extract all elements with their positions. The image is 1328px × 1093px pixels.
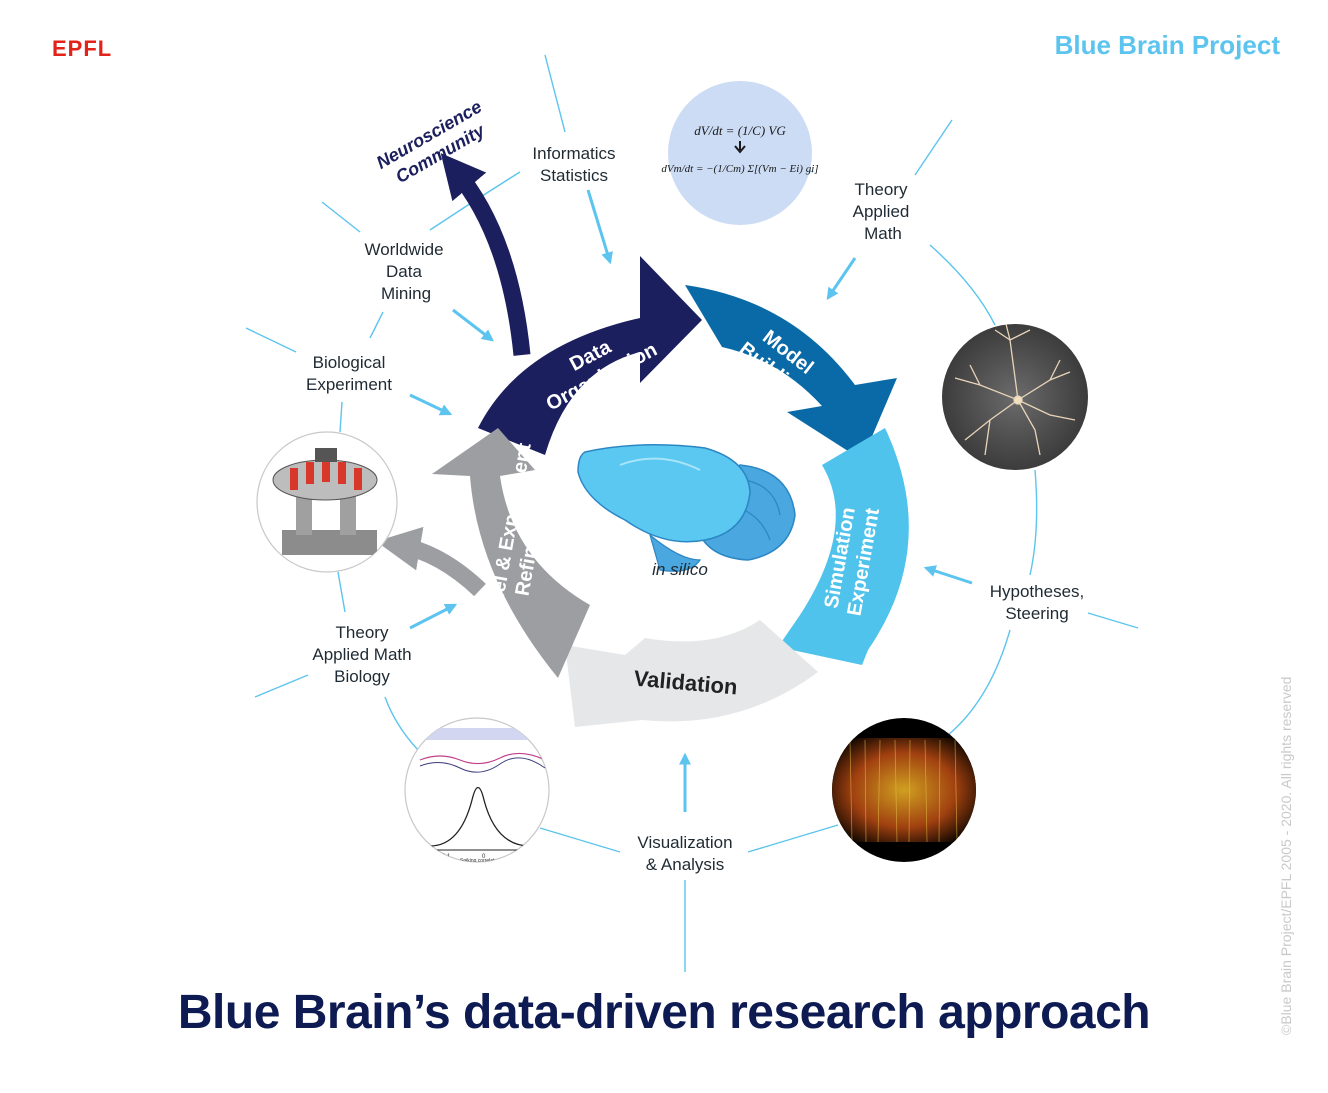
validation-arrow[interactable]	[565, 620, 818, 727]
svg-text:Biology: Biology	[334, 667, 390, 686]
epfl-logo: EPFL	[52, 36, 113, 61]
refinement-to-experiment-arrow	[376, 526, 486, 597]
svg-text:Informatics: Informatics	[532, 144, 615, 163]
project-name: Blue Brain Project	[1054, 30, 1280, 60]
svg-text:Mining: Mining	[381, 284, 431, 303]
svg-text:Applied: Applied	[853, 202, 910, 221]
svg-text:Theory: Theory	[855, 180, 908, 199]
simulation-experiment-arrow[interactable]	[778, 428, 909, 665]
pointer-arrows	[409, 189, 973, 812]
spiking-plot-thumbnail: -0.1 0 0. Spiking correlat	[404, 717, 550, 864]
down-arrow-icon	[734, 141, 746, 154]
svg-text:Statistics: Statistics	[540, 166, 608, 185]
model-building-arrow[interactable]	[685, 285, 897, 460]
hypotheses-steering-label: Hypotheses, Steering	[990, 582, 1085, 623]
svg-text:Theory: Theory	[336, 623, 389, 642]
refinement-arrow[interactable]	[432, 428, 590, 678]
svg-text:Data: Data	[386, 262, 422, 281]
svg-text:0: 0	[482, 854, 486, 860]
svg-text:Visualization: Visualization	[637, 833, 732, 852]
simulation-render	[832, 718, 976, 862]
svg-text:Worldwide: Worldwide	[364, 240, 443, 259]
svg-text:Applied Math: Applied Math	[312, 645, 411, 664]
biological-experiment-label: Biological Experiment	[306, 353, 392, 394]
page-title: Blue Brain’s data-driven research approa…	[177, 986, 1151, 1039]
svg-text:Steering: Steering	[1005, 604, 1068, 623]
neuron-photo	[942, 324, 1088, 470]
experiment-rig-illustration	[256, 431, 398, 573]
copyright-notice: ©Blue Brain Project/EPFL 2005 - 2020. Al…	[1278, 676, 1294, 1035]
neuroscience-community-label: Neuroscience Community	[373, 96, 489, 187]
svg-text:Hypotheses,: Hypotheses,	[990, 582, 1085, 601]
svg-text:dVm/dt = −(1/Cm) Σ[(Vm − Ei) g: dVm/dt = −(1/Cm) Σ[(Vm − Ei) gi]	[661, 163, 818, 175]
svg-text:Math: Math	[864, 224, 902, 243]
theory-applied-math-label: Theory Applied Math	[853, 180, 910, 243]
brain-illustration	[577, 444, 796, 572]
worldwide-data-mining-label: Worldwide Data Mining	[364, 240, 443, 303]
visualization-analysis-label: Visualization & Analysis	[637, 833, 732, 874]
community-arrow	[440, 153, 531, 356]
svg-text:Experiment: Experiment	[306, 375, 392, 394]
in-silico-label: in silico	[652, 560, 708, 579]
svg-text:Biological: Biological	[313, 353, 386, 372]
svg-text:0.: 0.	[510, 854, 515, 860]
data-organization-arrow[interactable]	[478, 256, 702, 455]
svg-text:Spiking correlat: Spiking correlat	[460, 858, 495, 864]
svg-text:dV/dt = (1/C) VG: dV/dt = (1/C) VG	[694, 123, 786, 138]
equation-circle: dV/dt = (1/C) VG dVm/dt = −(1/Cm) Σ[(Vm …	[661, 81, 819, 225]
theory-applied-math-biology-label: Theory Applied Math Biology	[312, 623, 411, 686]
informatics-label: Informatics Statistics	[532, 144, 615, 185]
svg-text:& Analysis: & Analysis	[646, 855, 724, 874]
